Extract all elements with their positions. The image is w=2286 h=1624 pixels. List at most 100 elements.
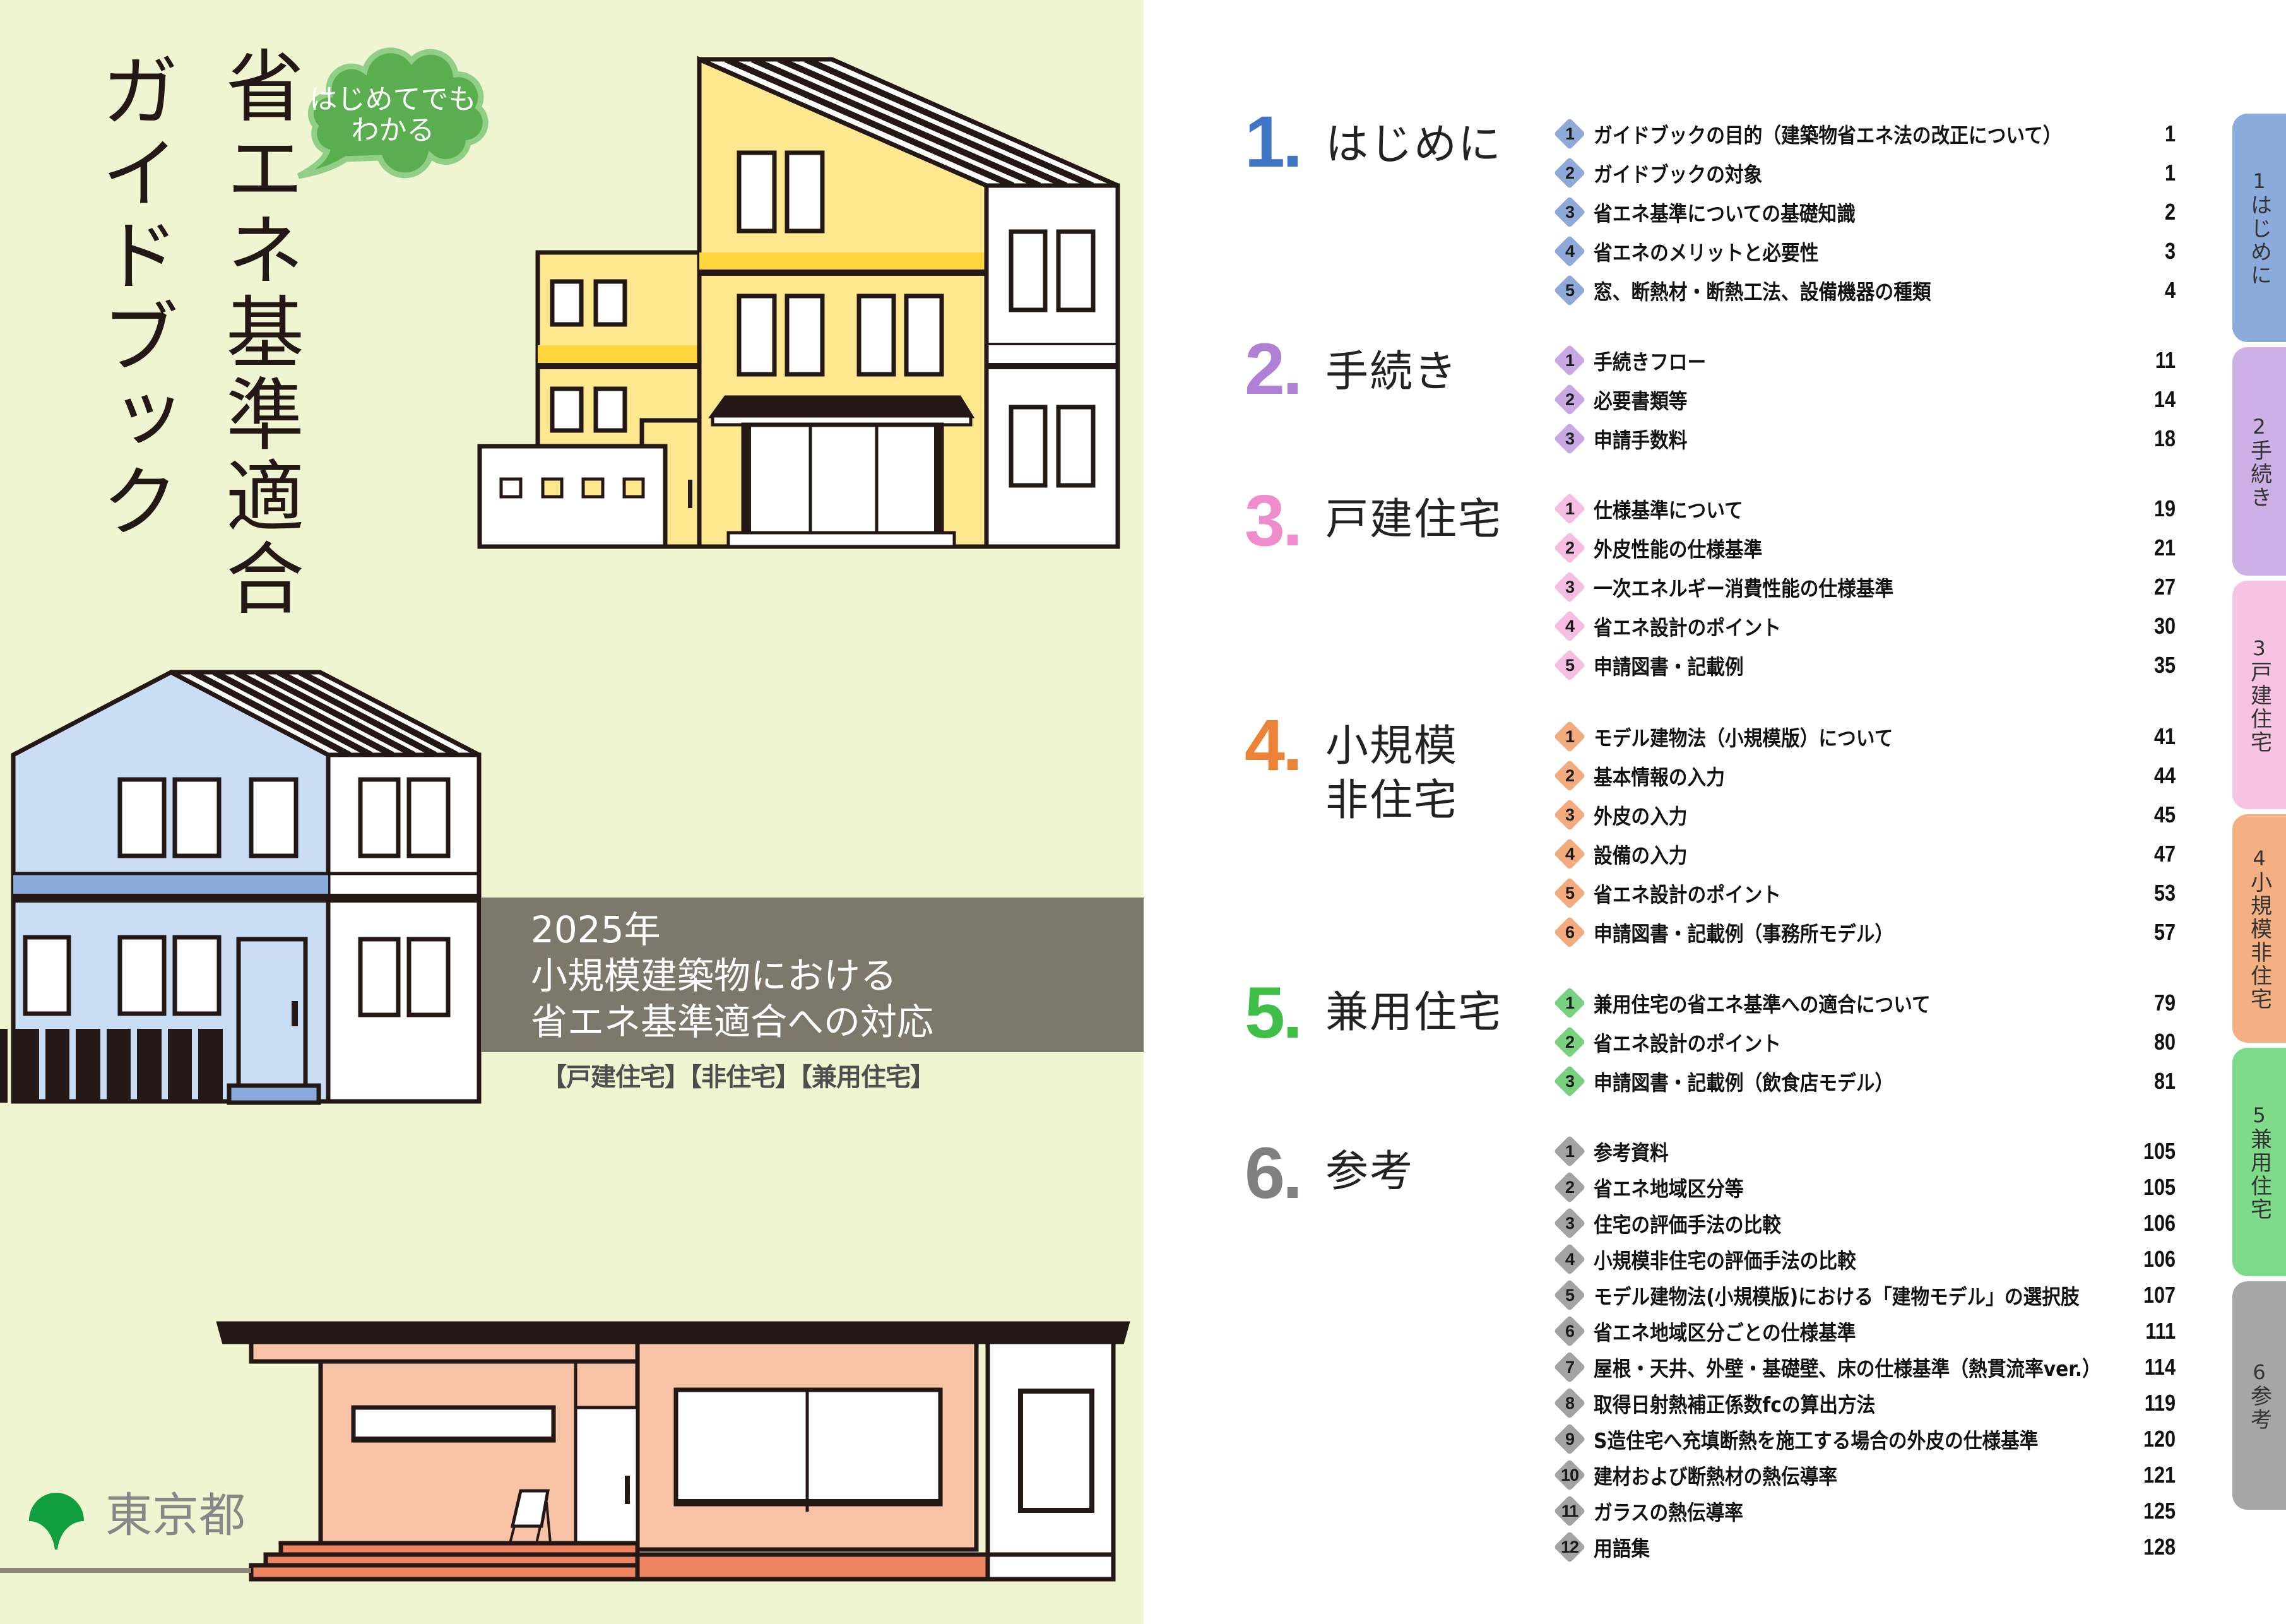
toc-item-page: 128 [2143,1533,2176,1560]
section-title[interactable]: 兼用住宅 [1325,988,1503,1038]
toc-item-page: 121 [2143,1461,2176,1488]
tab-label: 小規模非住宅 [2246,871,2272,1011]
section-number: 5. [1245,973,1303,1053]
toc-item-page: 81 [2153,1068,2176,1094]
fence [0,1029,223,1103]
index-tab-1[interactable]: 1 はじめに [2232,114,2286,342]
toc-item-label: 屋根・天井、外壁・基礎壁、床の仕様基準（熱貫流率ver.） [1594,1356,2101,1381]
section-title[interactable]: はじめに [1325,120,1503,170]
section-title[interactable]: 手続き [1325,347,1459,397]
toc-item-label: 省エネのメリットと必要性 [1594,240,1819,265]
toc-item-page: 57 [2153,919,2176,945]
diamond-badge-icon: 2 [1554,1026,1585,1058]
toc-item-page: 106 [2143,1245,2176,1272]
toc-item-label: 基本情報の入力 [1594,765,1725,790]
toc-item-page: 18 [2153,425,2176,451]
toc-item-page: 107 [2143,1281,2176,1308]
section-number: 6. [1245,1133,1303,1214]
toc-item-label: 参考資料 [1594,1140,1669,1165]
section-title-line-2[interactable]: 非住宅 [1325,776,1459,826]
toc-item-page: 111 [2145,1317,2176,1344]
tab-label: 参考 [2246,1385,2272,1431]
toc-item-page: 21 [2153,535,2176,560]
toc-item-label: 省エネ設計のポイント [1594,615,1781,640]
diamond-badge-icon: 2 [1554,1171,1585,1203]
toc-item-page: 44 [2153,762,2176,788]
tab-label: 兼用住宅 [2246,1128,2272,1221]
tab-number: 5 [2253,1103,2266,1127]
index-tab-3[interactable]: 3 戸建住宅 [2232,581,2286,809]
section-number: 3. [1245,480,1303,561]
toc-item-page: 119 [2144,1389,2176,1416]
toc-item-page: 105 [2143,1173,2176,1200]
toc-item-label: 省エネ設計のポイント [1594,1031,1781,1056]
diamond-badge-icon: 1 [1554,493,1585,525]
index-tab-6[interactable]: 6 参考 [2232,1281,2286,1510]
section-title[interactable]: 小規模 [1325,721,1459,771]
diamond-badge-icon: 3 [1554,423,1585,454]
index-tab-4[interactable]: 4 小規模非住宅 [2232,814,2286,1043]
diamond-badge-icon: 11 [1554,1495,1585,1527]
index-tab-2[interactable]: 2 手続き [2232,347,2286,576]
diamond-badge-icon: 10 [1554,1459,1585,1491]
section-title[interactable]: 戸建住宅 [1325,495,1503,545]
cover-title: 省エネ基準適合 [212,45,303,620]
toc-item-label: 必要書類等 [1594,389,1688,413]
diamond-badge-icon: 2 [1554,532,1585,564]
toc-item-page: 106 [2143,1209,2176,1236]
toc-item-label: モデル建物法（小規模版）について [1594,726,1893,750]
toc-item-label: 取得日射熱補正係数fcの算出方法 [1594,1392,1876,1417]
toc-item-label: 外皮の入力 [1594,804,1688,829]
toc-item-page: 27 [2153,574,2176,600]
toc-item-page: 80 [2153,1029,2176,1055]
diamond-badge-icon: 4 [1554,610,1585,642]
toc-item[interactable]: 2 省エネ設計のポイント 80 [1554,1022,2176,1062]
toc-item-page: 1 [2164,121,2176,146]
section-title[interactable]: 参考 [1325,1147,1414,1197]
index-tab-5[interactable]: 5 兼用住宅 [2232,1048,2286,1276]
publisher-name: 東京都 [105,1488,246,1543]
tokyo-ginkgo-logo-icon [29,1493,84,1550]
diamond-badge-icon: 6 [1554,916,1585,948]
diamond-badge-icon: 5 [1554,877,1585,909]
diamond-badge-icon: 1 [1554,345,1585,376]
